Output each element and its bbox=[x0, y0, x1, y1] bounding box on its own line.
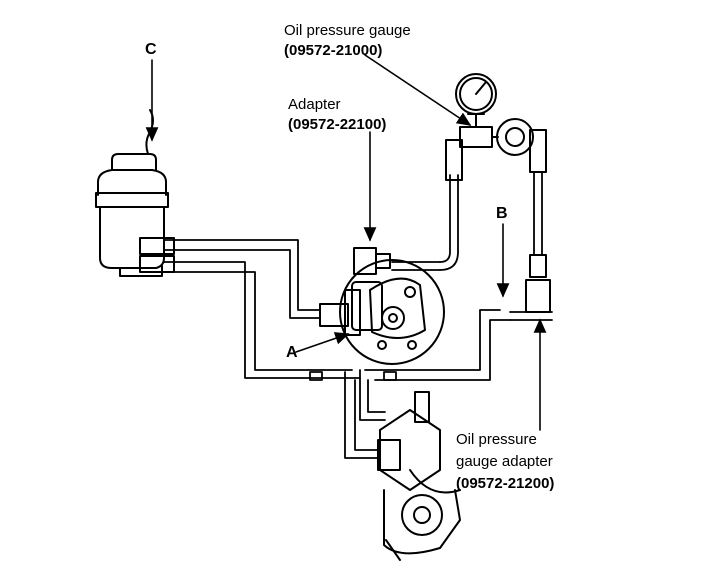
label-a: A bbox=[286, 344, 298, 361]
gauge-hose-right bbox=[509, 129, 553, 321]
gauge-adapter-label-line2: gauge adapter bbox=[456, 453, 553, 470]
reservoir bbox=[95, 153, 169, 277]
hose-lines bbox=[139, 237, 511, 459]
label-b: B bbox=[496, 205, 508, 222]
gauge-hose-left bbox=[439, 139, 463, 271]
gauge-adapter-part: (09572-21200) bbox=[456, 475, 555, 492]
adapter-fitting bbox=[353, 247, 441, 275]
adapter-part: (09572-22100) bbox=[288, 116, 387, 133]
steering-gear-box bbox=[377, 391, 461, 561]
gauge-valve-block bbox=[455, 73, 534, 156]
leader-lines bbox=[145, 54, 547, 431]
oil-pressure-gauge-part: (09572-21000) bbox=[284, 42, 383, 59]
adapter-label: Adapter bbox=[288, 96, 341, 113]
oil-pressure-gauge-label: Oil pressure gauge bbox=[284, 22, 411, 39]
power-steering-pump bbox=[319, 259, 445, 365]
gauge-adapter-label-line1: Oil pressure bbox=[456, 431, 537, 448]
label-c: C bbox=[145, 41, 157, 58]
